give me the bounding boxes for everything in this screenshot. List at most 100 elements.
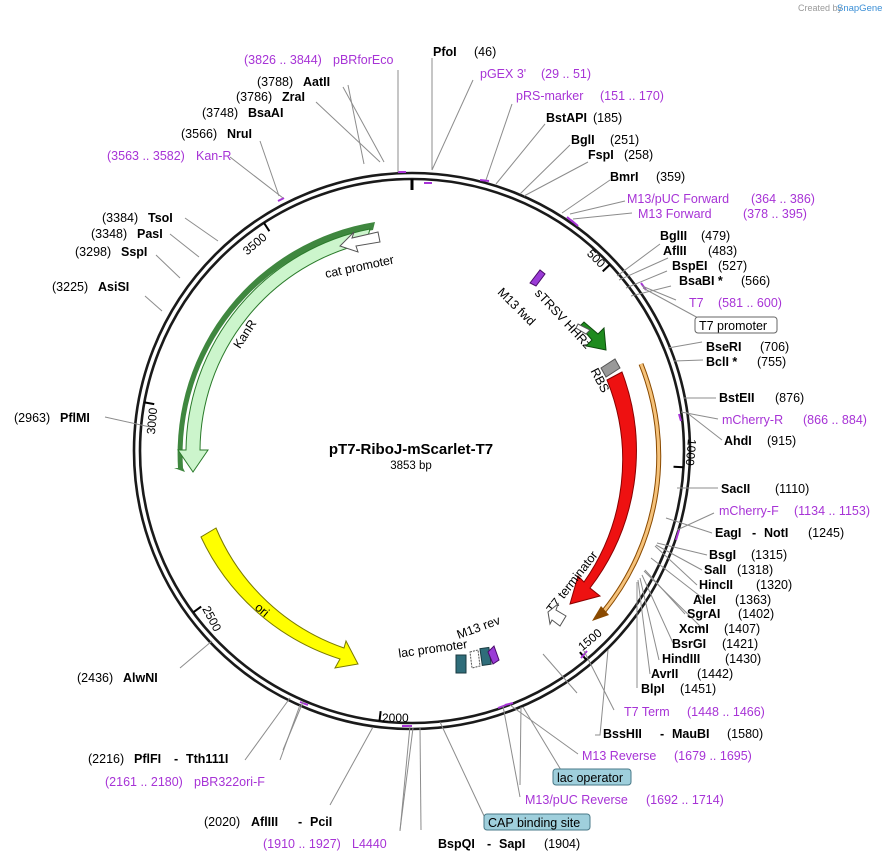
enzyme-pflmi-pos: (2963)	[14, 411, 50, 425]
primer-l4440: L4440	[352, 837, 387, 851]
primer-m13puc-fwd: M13/pUC Forward	[627, 192, 729, 206]
rbs-feature[interactable]	[600, 358, 621, 378]
enzyme-zrai-pos: (3786)	[236, 90, 272, 104]
plasmid-name: pT7-RiboJ-mScarlet-T7	[329, 441, 493, 458]
t7-terminator-feature[interactable]	[547, 602, 567, 627]
lac-operator-box	[552, 768, 632, 786]
cat-promoter-label: cat promoter	[324, 253, 396, 281]
enzyme-aflii: AflII	[663, 244, 687, 258]
tick-label-3500: 3500	[240, 230, 270, 258]
m13-rev-feature	[487, 645, 500, 665]
backbone	[132, 171, 692, 731]
enzyme-ahdi-pos: (915)	[767, 434, 796, 448]
t7-promoter-box-label: T7 promoter	[699, 319, 767, 333]
enzyme-bmri-pos: (359)	[656, 170, 685, 184]
enzyme-hincii-pos: (1320)	[756, 578, 792, 592]
enzyme-pflfi-pos: (2216)	[88, 752, 124, 766]
enzyme-alei-pos: (1363)	[735, 593, 771, 607]
tick-label-2000: 2000	[382, 711, 409, 725]
primer-m13-rev-range: (1679 .. 1695)	[674, 749, 752, 763]
cap-site-feature	[455, 654, 467, 674]
enzyme-bspqi-sep: -	[487, 837, 491, 851]
primer-pbr322ori: pBR322ori-F	[194, 775, 265, 789]
enzyme-asisi: AsiSI	[98, 280, 129, 294]
primer-mcherry-r-range: (866 .. 884)	[803, 413, 867, 427]
enzyme-pfoi-pos: (46)	[474, 45, 496, 59]
enzyme-sapi: SapI	[499, 837, 525, 851]
primer-m13-fwd-range: (378 .. 395)	[743, 207, 807, 221]
enzyme-hincii: HincII	[699, 578, 733, 592]
primer-t7-range: (581 .. 600)	[718, 296, 782, 310]
enzyme-eagi-sep: -	[752, 526, 756, 540]
primer-pbrforeco: pBRforEco	[333, 53, 393, 67]
enzyme-bsshii: BssHII	[603, 727, 642, 741]
enzyme-bglii-pos: (479)	[701, 229, 730, 243]
enzyme-bstapi-pos: (185)	[593, 111, 622, 125]
primer-t7: T7	[689, 296, 704, 310]
enzyme-sacii-pos: (1110)	[775, 482, 809, 496]
primer-labels: (3826 .. 3844) pBRforEco pGEX 3' (29 .. …	[105, 53, 870, 851]
tick-mark-500	[602, 263, 611, 273]
enzyme-bspei: BspEI	[672, 259, 707, 273]
enzyme-tsoi-pos: (3384)	[102, 211, 138, 225]
orf-arrow	[592, 363, 662, 621]
enzyme-bsgi-pos: (1315)	[751, 548, 787, 562]
tick-mark-3000	[144, 401, 155, 406]
strsv-feature[interactable]	[575, 321, 607, 351]
enzyme-sgrai-pos: (1402)	[738, 607, 774, 621]
enzyme-maubi: MauBI	[672, 727, 710, 741]
primer-pbrforeco-range: (3826 .. 3844)	[244, 53, 322, 67]
m13-fwd-feature[interactable]	[529, 269, 546, 287]
lac-cluster[interactable]	[455, 645, 500, 674]
enzyme-blpi: BlpI	[641, 682, 665, 696]
enzyme-bglii: BglII	[660, 229, 687, 243]
enzyme-afliii-pos: (2020)	[204, 815, 240, 829]
primer-m13-rev: M13 Reverse	[582, 749, 656, 763]
enzyme-blpi-pos: (1451)	[680, 682, 716, 696]
lac-promoter-feature	[469, 649, 481, 669]
mscarlet-feature[interactable]	[569, 371, 637, 605]
enzyme-bcli-pos: (755)	[757, 355, 786, 369]
enzyme-alwni-pos: (2436)	[77, 671, 113, 685]
enzyme-bsaai-pos: (3748)	[202, 106, 238, 120]
plasmid-size: 3853 bp	[390, 460, 432, 472]
enzyme-zrai: ZraI	[282, 90, 305, 104]
enzyme-nrui-pos: (3566)	[181, 127, 217, 141]
tick-mark-2000	[378, 711, 382, 722]
enzyme-tth111i: Tth111I	[186, 752, 228, 766]
primer-m13puc-fwd-range: (364 .. 386)	[751, 192, 815, 206]
ori-feature[interactable]	[200, 527, 359, 669]
tick-label-1500: 1500	[575, 626, 605, 654]
enzyme-sali-pos: (1318)	[737, 563, 773, 577]
enzyme-bcli: BclI *	[706, 355, 737, 369]
enzyme-pasi-pos: (3348)	[91, 227, 127, 241]
enzyme-alwni: AlwNI	[123, 671, 158, 685]
enzyme-asisi-pos: (3225)	[52, 280, 88, 294]
kanr-feature[interactable]	[174, 222, 375, 473]
enzyme-aatii-pos: (3788)	[257, 75, 293, 89]
primer-prsmarker-range: (151 .. 170)	[600, 89, 664, 103]
primer-l4440-range: (1910 .. 1927)	[263, 837, 341, 851]
tick-mark-1000	[673, 465, 684, 469]
enzyme-alei: AleI	[693, 593, 716, 607]
cat-promoter-feature[interactable]	[339, 231, 381, 253]
enzyme-sgrai: SgrAI	[687, 607, 720, 621]
primer-m13puc-rev-range: (1692 .. 1714)	[646, 793, 724, 807]
enzyme-ahdi: AhdI	[724, 434, 752, 448]
primer-mcherry-r: mCherry-R	[722, 413, 783, 427]
strsv-label: sTRSV HHRz	[532, 286, 594, 351]
enzyme-bsabi: BsaBI *	[679, 274, 723, 288]
tick-mark-2500	[192, 605, 202, 614]
enzyme-bsrgi: BsrGI	[672, 637, 706, 651]
enzyme-hindiii: HindIII	[662, 652, 700, 666]
enzyme-fspi: FspI	[588, 148, 614, 162]
enzyme-bsteii-pos: (876)	[775, 391, 804, 405]
lac-operator-box-label: lac operator	[557, 771, 623, 785]
tick-label-2500: 2500	[199, 604, 224, 634]
enzyme-bspei-pos: (527)	[718, 259, 747, 273]
cap-site-box	[483, 813, 591, 831]
enzyme-pasi: PasI	[137, 227, 163, 241]
primer-t7term: T7 Term	[624, 705, 670, 719]
t7-promoter-box	[694, 316, 778, 334]
